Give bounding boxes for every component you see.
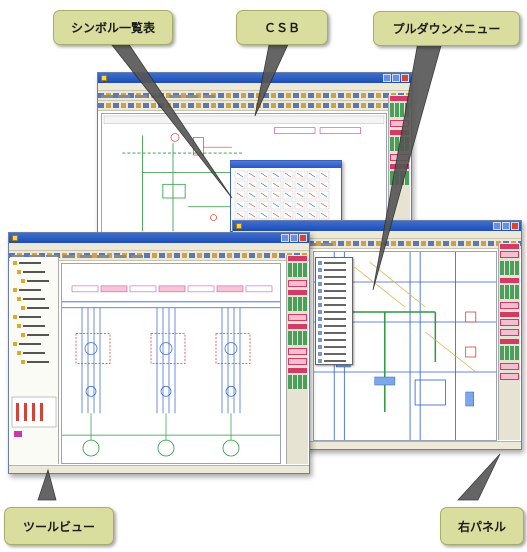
tool-view-panel[interactable] [10,257,59,464]
right-window-statusbar [233,441,521,449]
close-icon[interactable] [299,234,307,242]
back-window-right-panel[interactable] [388,95,410,239]
minimize-icon[interactable] [493,222,501,230]
tool-view-tree [11,261,57,437]
callout-symbol-list: シンボル一覧表 [53,10,173,45]
right-window-right-panel[interactable] [498,243,520,440]
minimize-icon[interactable] [281,234,289,242]
front-window-titlebar [9,233,309,243]
callout-right-panel: 右パネル [440,507,524,545]
maximize-icon[interactable] [290,234,298,242]
app-icon [12,235,18,241]
close-icon[interactable] [511,222,519,230]
front-drawing [62,285,280,457]
symbol-list-dialog-titlebar [231,161,341,168]
window-buttons [281,234,307,242]
front-window-statusbar [9,465,309,473]
callout-pulldown-menu: プルダウンメニュー [373,11,520,46]
window-buttons [493,222,519,230]
back-window-toolbar-2[interactable] [98,101,411,111]
app-icon [236,223,242,229]
minimize-icon[interactable] [383,74,391,82]
front-window-toolbar[interactable] [9,251,309,261]
maximize-icon[interactable] [502,222,510,230]
right-window-titlebar [233,221,521,231]
pulldown-menu-items [318,261,346,363]
window-buttons [383,74,409,82]
callout-tool-view: ツールビュー [4,507,114,545]
close-icon[interactable] [401,74,409,82]
maximize-icon[interactable] [392,74,400,82]
app-icon [101,75,107,81]
pulldown-menu[interactable] [315,257,353,365]
back-window-titlebar [98,73,411,83]
front-cad-window [8,232,310,474]
front-window-drawing-canvas[interactable] [61,263,281,464]
front-window-menubar[interactable] [9,243,309,258]
back-window-toolbar[interactable] [98,91,411,101]
back-window-menubar[interactable] [98,83,411,98]
front-window-right-panel[interactable] [286,255,308,464]
callout-csb: ＣＳＢ [236,10,328,45]
